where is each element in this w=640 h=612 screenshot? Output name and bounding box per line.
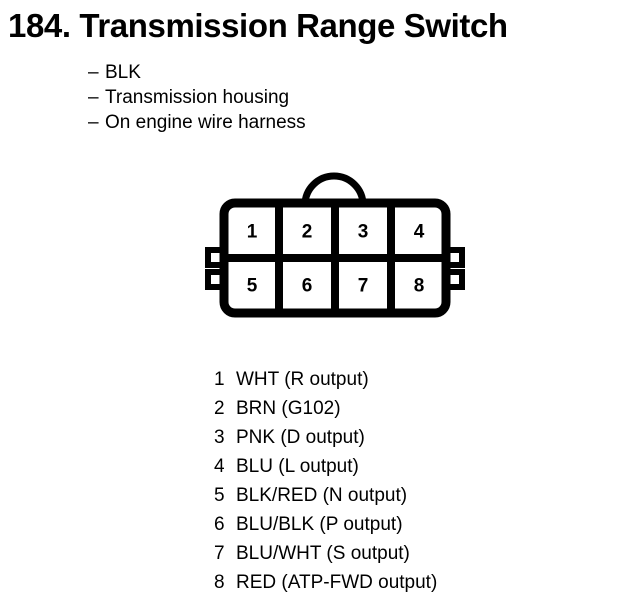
legend-row: 8 RED (ATP-FWD output) [214,568,614,597]
pin-cell-1: 1 [247,222,258,243]
pin-cell-4: 4 [414,222,425,243]
pin-cell-7: 7 [358,276,369,297]
legend-pin-number: 1 [214,369,225,390]
dash-bullet-icon: – [88,112,99,133]
pin-legend: 1 WHT (R output) 2 BRN (G102) 3 PNK (D o… [214,365,614,597]
legend-pin-desc: PNK (D output) [236,427,365,448]
legend-pin-number: 4 [214,456,225,477]
connector-latch-icon [301,172,367,206]
connector-diagram: 1 2 3 4 5 6 7 8 [205,172,465,322]
pin-cell-8: 8 [414,276,425,297]
pin-cell-6: 6 [302,276,313,297]
legend-pin-number: 8 [214,572,225,593]
legend-row: 1 WHT (R output) [214,365,614,394]
spec-item-label: On engine wire harness [105,112,306,133]
legend-pin-number: 7 [214,543,225,564]
legend-pin-desc: BRN (G102) [236,398,341,419]
spec-item: – On engine wire harness [88,110,508,135]
legend-pin-number: 5 [214,485,225,506]
pin-cell-2: 2 [302,222,313,243]
spec-list: – BLK – Transmission housing – On engine… [88,60,508,135]
legend-pin-desc: BLU/WHT (S output) [236,543,410,564]
connector-svg: 1 2 3 4 5 6 7 8 [205,172,465,318]
legend-pin-number: 6 [214,514,225,535]
legend-row: 3 PNK (D output) [214,423,614,452]
page-title: 184. Transmission Range Switch [8,7,508,44]
legend-pin-desc: WHT (R output) [236,369,369,390]
legend-pin-number: 3 [214,427,225,448]
legend-pin-desc: BLU (L output) [236,456,359,477]
spec-item-label: BLK [105,62,141,83]
legend-row: 7 BLU/WHT (S output) [214,539,614,568]
pin-cell-5: 5 [247,276,258,297]
pin-cell-3: 3 [358,222,369,243]
legend-pin-number: 2 [214,398,225,419]
dash-bullet-icon: – [88,87,99,108]
legend-row: 2 BRN (G102) [214,394,614,423]
spec-item-label: Transmission housing [105,87,290,108]
legend-pin-desc: BLU/BLK (P output) [236,514,403,535]
legend-row: 5 BLK/RED (N output) [214,481,614,510]
spec-item: – BLK [88,60,508,85]
legend-pin-desc: RED (ATP-FWD output) [236,572,438,593]
legend-row: 4 BLU (L output) [214,452,614,481]
dash-bullet-icon: – [88,62,99,83]
legend-row: 6 BLU/BLK (P output) [214,510,614,539]
legend-pin-desc: BLK/RED (N output) [236,485,408,506]
spec-item: – Transmission housing [88,85,508,110]
